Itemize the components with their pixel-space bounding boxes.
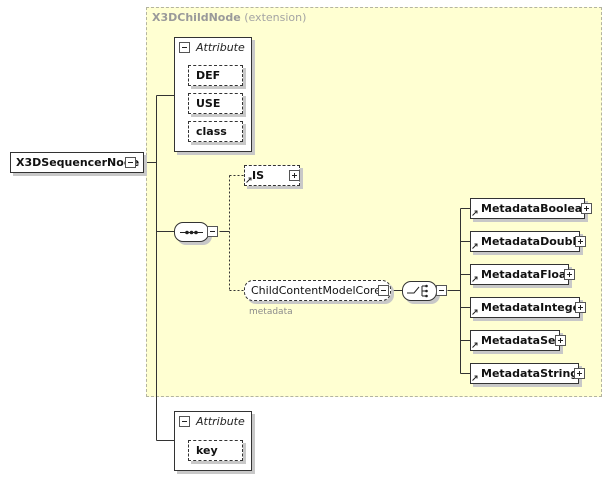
collapse-icon[interactable] [125, 157, 136, 168]
group-childcontentmodelcore[interactable]: ChildContentModelCore [244, 280, 391, 301]
choice-collapse-icon[interactable] [436, 285, 447, 296]
attribute-class[interactable]: class [188, 121, 243, 142]
attribute-use[interactable]: USE [188, 93, 243, 114]
attribute-key[interactable]: key [188, 440, 243, 461]
reference-arrow-icon [472, 243, 478, 249]
element-label: MetadataSet [481, 334, 561, 347]
element-metadatadouble[interactable]: MetadataDouble [470, 231, 586, 252]
attribute-def-label: DEF [196, 69, 221, 82]
attribute-use-label: USE [196, 97, 221, 110]
sequence-compositor[interactable] [174, 222, 209, 242]
element-is-label: IS [252, 169, 265, 182]
extension-base: X3DChildNode [152, 11, 241, 24]
element-label: MetadataFloat [481, 268, 572, 281]
element-metadatafloat[interactable]: MetadataFloat [470, 264, 575, 285]
attribute-group-title: Attribute [196, 41, 245, 54]
expand-icon[interactable] [575, 302, 586, 313]
extension-suffix: (extension) [244, 11, 307, 24]
element-is[interactable]: IS [244, 165, 300, 186]
reference-arrow-icon [472, 342, 478, 348]
element-label: MetadataString [481, 367, 579, 380]
group-annotation: metadata [249, 307, 293, 317]
attribute-def[interactable]: DEF [188, 65, 243, 86]
attribute-class-label: class [196, 125, 227, 138]
sequence-compositor-icon [180, 230, 203, 235]
reference-arrow-icon [472, 375, 478, 381]
attribute-group-top: Attribute DEF USE class [174, 37, 252, 152]
reference-arrow-icon [472, 276, 478, 282]
root-element-x3dsequencernode[interactable]: X3DSequencerNode [10, 152, 144, 173]
element-metadataset[interactable]: MetadataSet [470, 330, 566, 351]
choice-compositor[interactable] [402, 281, 437, 301]
element-metadatastring[interactable]: MetadataString [470, 363, 585, 384]
attribute-group-bottom: Attribute key [174, 411, 252, 471]
element-label: MetadataDouble [481, 235, 584, 248]
sequence-collapse-icon[interactable] [207, 226, 218, 237]
element-label: MetadataBoolean [481, 202, 591, 215]
reference-arrow-icon [472, 309, 478, 315]
expand-icon[interactable] [575, 236, 586, 247]
expand-icon[interactable] [289, 170, 300, 181]
root-node-label: X3DSequencerNode [16, 156, 140, 169]
collapse-icon[interactable] [378, 285, 389, 296]
collapse-icon[interactable] [179, 42, 190, 53]
attribute-key-label: key [196, 444, 218, 457]
reference-arrow-icon [246, 177, 252, 183]
collapse-icon[interactable] [179, 416, 190, 427]
element-metadatainteger[interactable]: MetadataInteger [470, 297, 586, 318]
group-label: ChildContentModelCore [251, 284, 381, 297]
attribute-group-title: Attribute [196, 415, 245, 428]
element-label: MetadataInteger [481, 301, 586, 314]
element-metadataboolean[interactable]: MetadataBoolean [470, 198, 592, 219]
expand-icon[interactable] [581, 203, 592, 214]
reference-arrow-icon [472, 210, 478, 216]
extension-title: X3DChildNode (extension) [152, 11, 306, 24]
choice-compositor-icon [407, 284, 428, 298]
expand-icon[interactable] [574, 368, 585, 379]
expand-icon[interactable] [564, 269, 575, 280]
expand-icon[interactable] [555, 335, 566, 346]
